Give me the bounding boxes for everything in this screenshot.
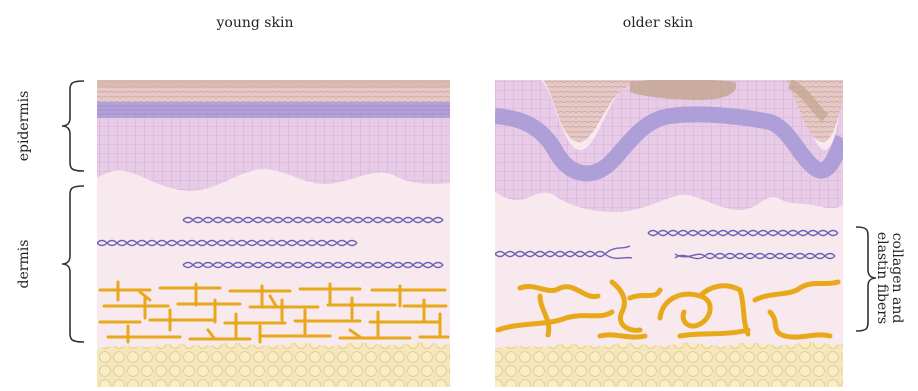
epidermis-label: epidermis xyxy=(16,91,32,162)
young-skin-panel xyxy=(97,80,450,387)
young-fat-layer xyxy=(97,342,450,387)
epidermis-bracket xyxy=(62,81,84,171)
dermis-label: dermis xyxy=(16,240,32,289)
fibers-label-line2: elastin fibers xyxy=(874,232,890,324)
older-skin-panel xyxy=(495,78,843,387)
dermis-bracket xyxy=(62,186,84,342)
older-fat-layer xyxy=(495,342,843,387)
fibers-bracket xyxy=(856,227,876,331)
young-skin-title: young skin xyxy=(216,15,294,31)
older-skin-title: older skin xyxy=(623,15,693,31)
fibers-label-line1: collagen and xyxy=(889,233,905,324)
